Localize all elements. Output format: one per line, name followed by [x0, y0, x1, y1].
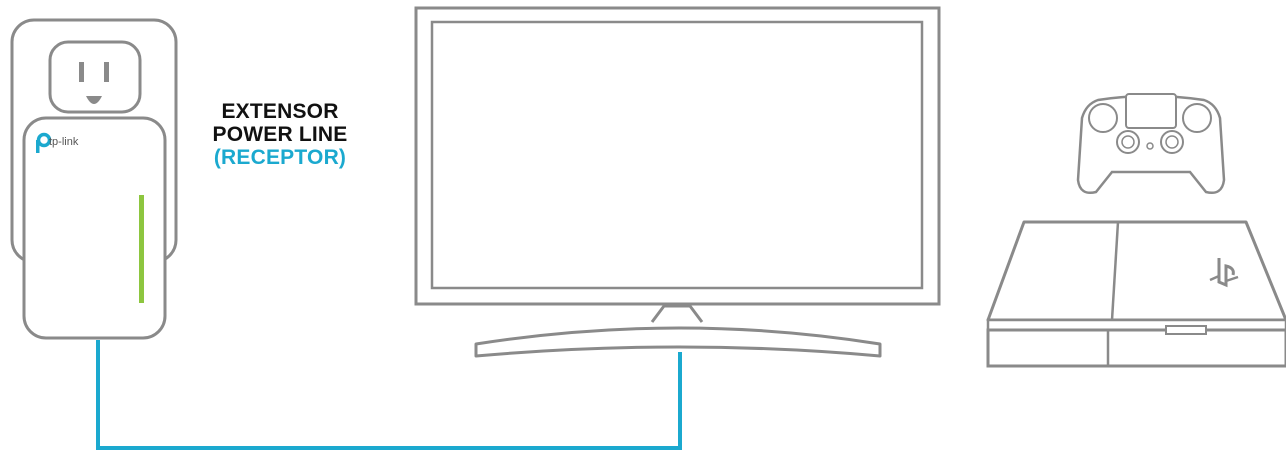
status-led — [139, 195, 144, 303]
gamepad-icon — [1078, 94, 1224, 193]
game-console-icon — [988, 222, 1286, 366]
powerline-adapter-icon — [24, 118, 165, 338]
tv-icon — [416, 8, 939, 356]
device-label: EXTENSOR POWER LINE (RECEPTOR) — [198, 100, 362, 169]
ethernet-cable-icon — [98, 340, 680, 448]
label-line-1: EXTENSOR — [198, 100, 362, 123]
adapter-brand-label: tp-link — [49, 136, 78, 148]
label-line-2: POWER LINE — [198, 123, 362, 146]
label-line-3: (RECEPTOR) — [198, 146, 362, 169]
